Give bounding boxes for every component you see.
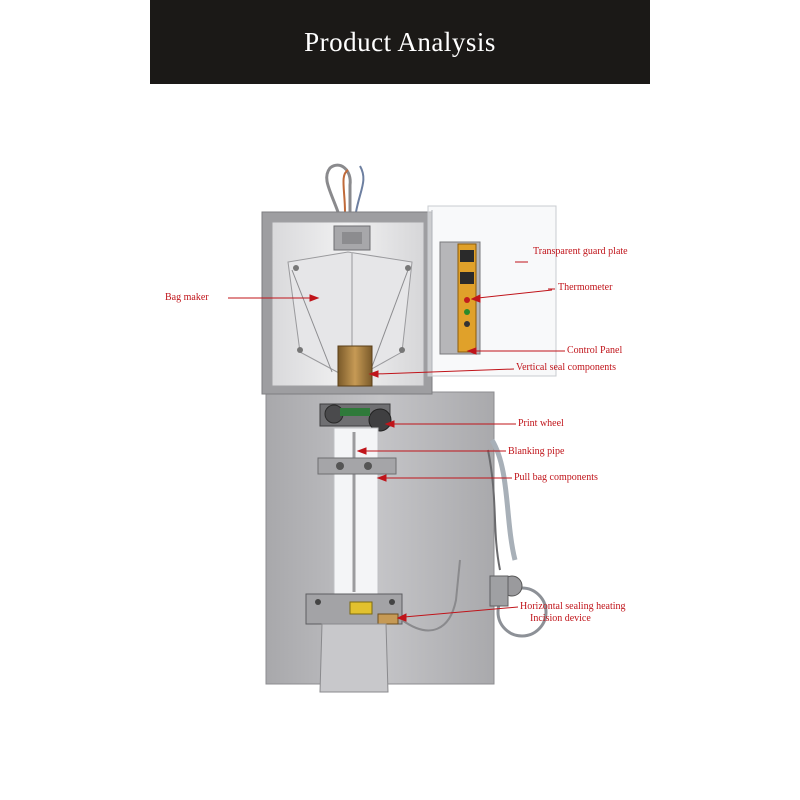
- print-wheel-assembly: [319, 403, 392, 432]
- label-bag-maker: Bag maker: [165, 292, 209, 303]
- output-chute: [319, 623, 389, 693]
- top-hoses: [325, 163, 365, 213]
- label-horizontal-sealing: Horizontal sealing heating: [520, 601, 626, 612]
- label-thermometer: Thermometer: [558, 282, 613, 293]
- pull-bag-bracket: [317, 457, 397, 475]
- label-incision-device: Incision device: [530, 613, 591, 624]
- bag-maker: [287, 251, 413, 381]
- control-panel-box: [439, 241, 481, 355]
- vertical-seal-block: [337, 345, 373, 387]
- label-print-wheel: Print wheel: [518, 418, 564, 429]
- label-transparent-guard-plate: Transparent guard plate: [533, 246, 628, 257]
- horizontal-seal-head: [305, 593, 403, 625]
- label-pull-bag: Pull bag components: [514, 472, 598, 483]
- label-control-panel: Control Panel: [567, 345, 623, 356]
- page-title: Product Analysis: [304, 26, 496, 57]
- film-tube: [333, 427, 379, 597]
- callout-pointers: [228, 261, 565, 622]
- label-vertical-seal: Vertical seal components: [516, 362, 616, 373]
- title-banner: Product Analysis: [150, 0, 650, 84]
- label-blanking-pipe: Blanking pipe: [508, 446, 565, 457]
